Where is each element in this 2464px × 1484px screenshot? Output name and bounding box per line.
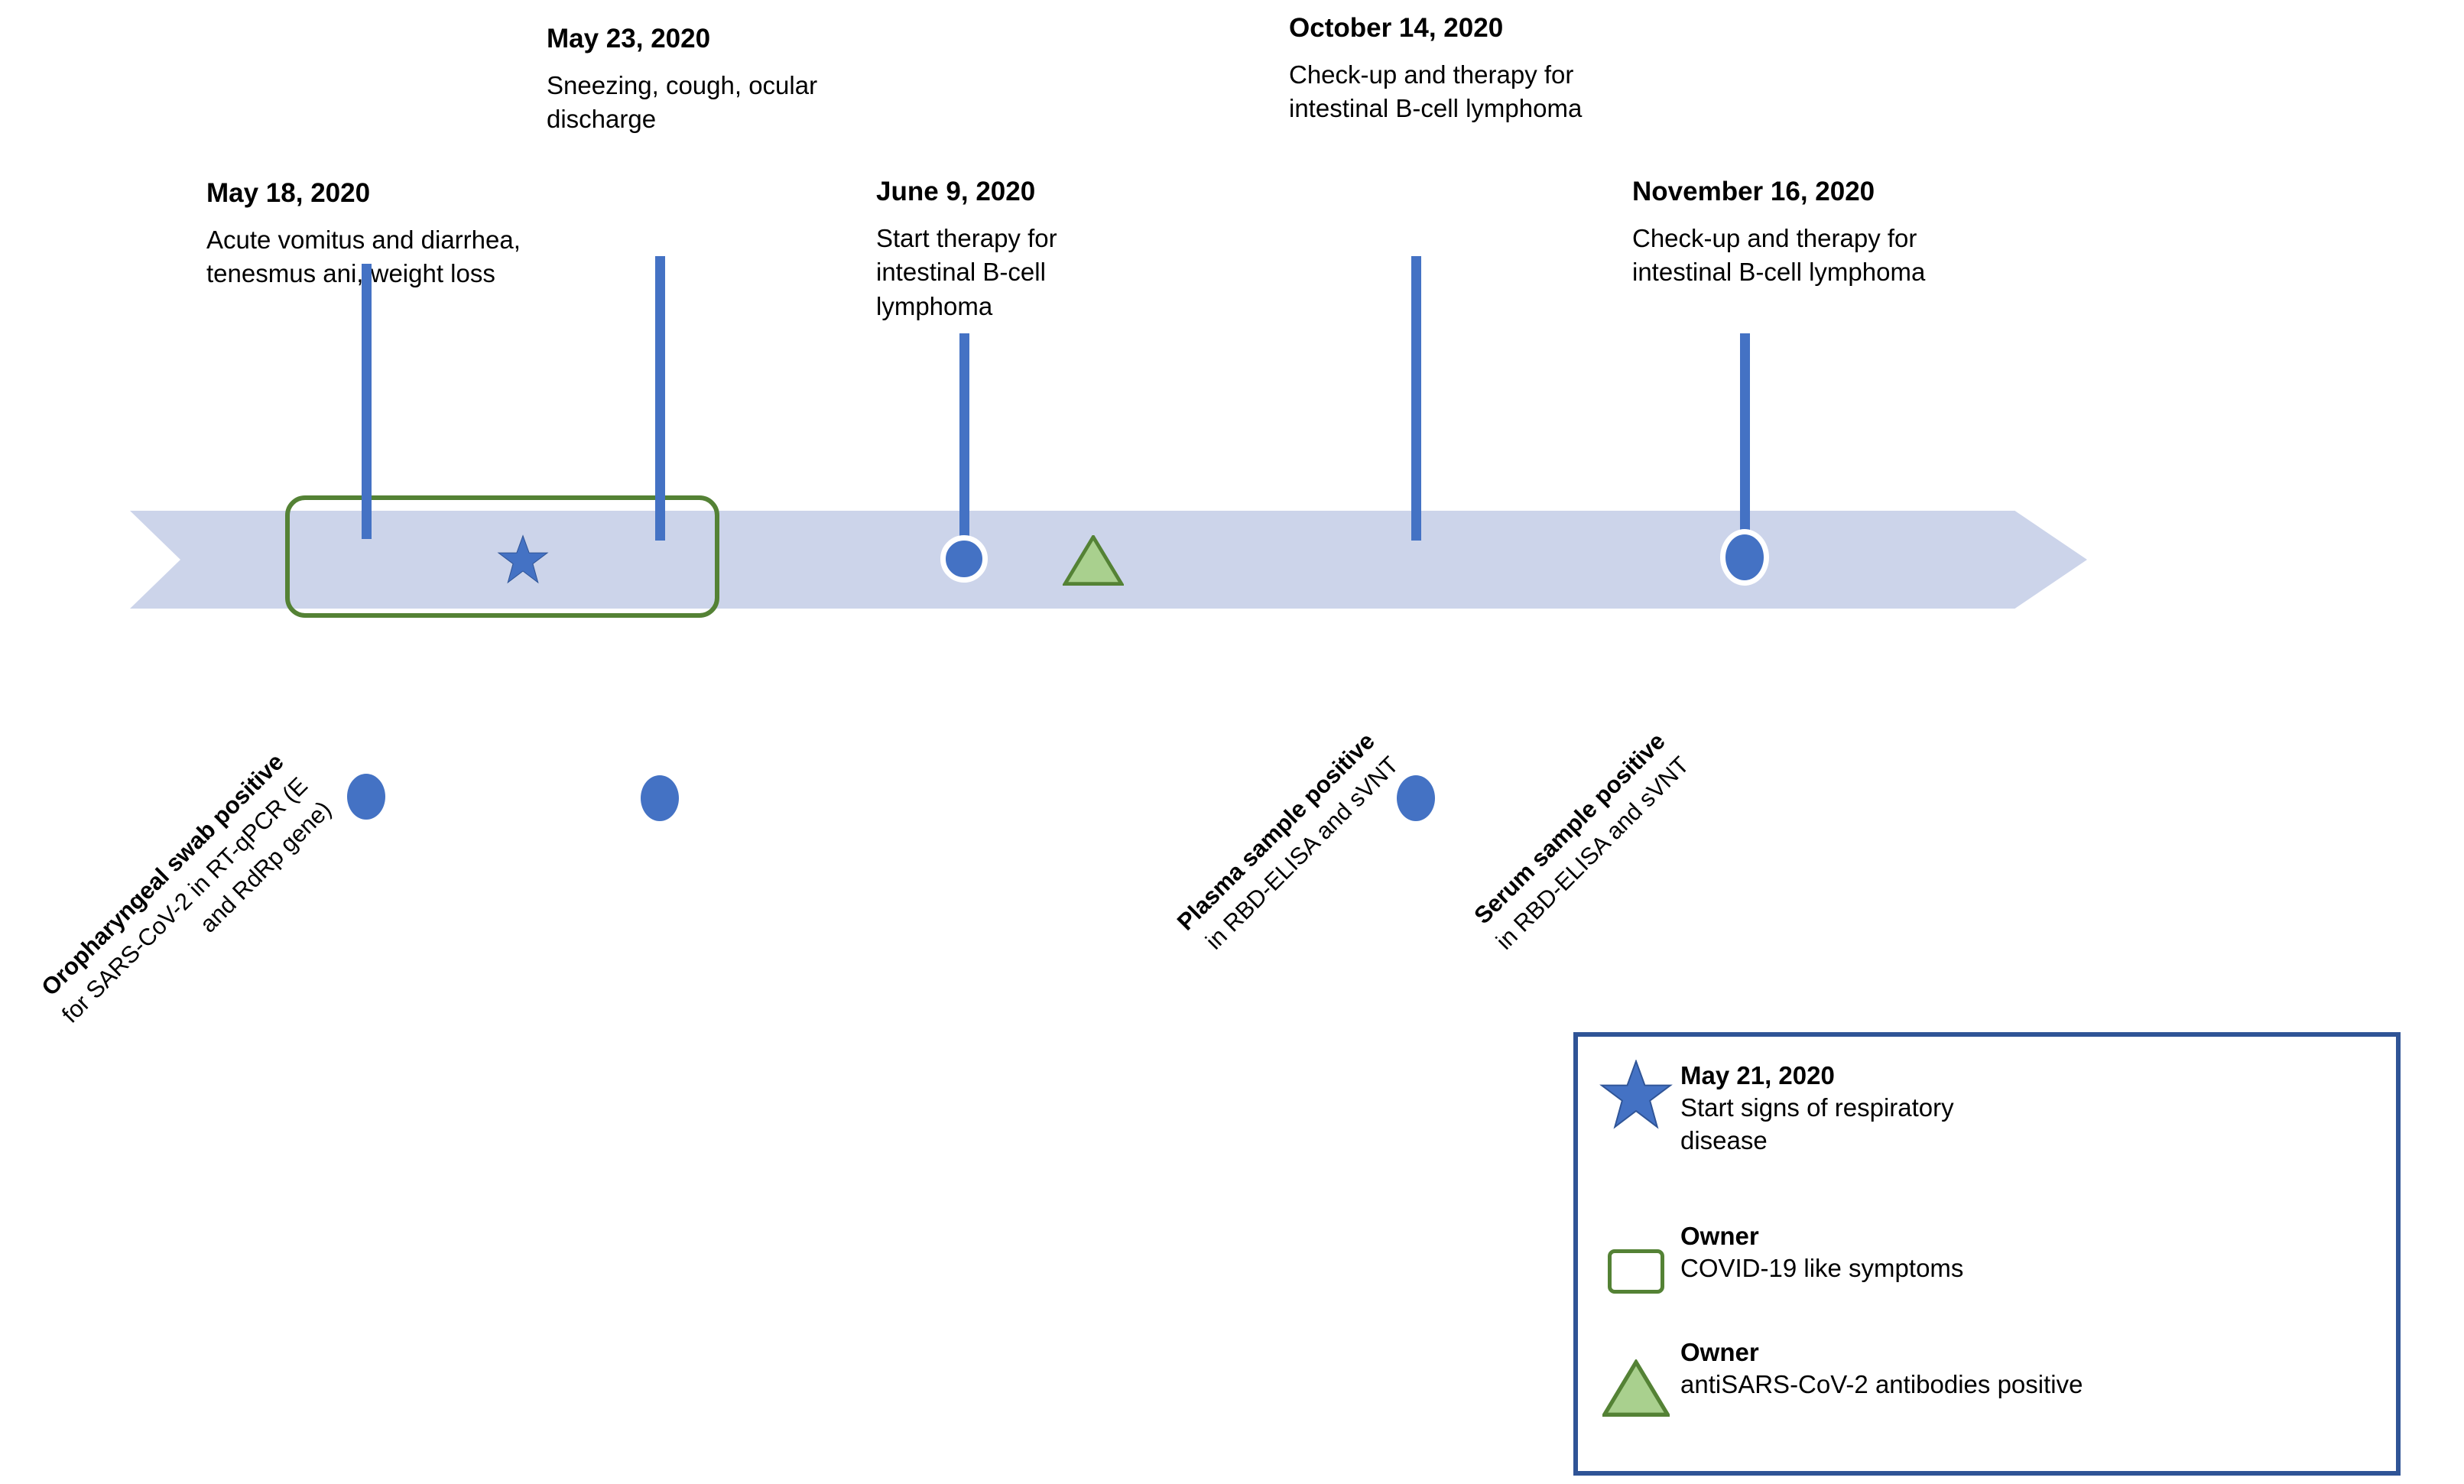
- callout-november-16: November 16, 2020 Check-up and therapy f…: [1632, 174, 2014, 290]
- event-dot[interactable]: [1391, 770, 1440, 826]
- legend-title: Owner: [1680, 1222, 1759, 1250]
- event-marker-november-16[interactable]: [1720, 333, 1769, 586]
- event-stem: [1411, 256, 1421, 541]
- green-triangle-icon: [1602, 1359, 1670, 1417]
- event-stem: [1739, 333, 1750, 534]
- callout-date: May 23, 2020: [547, 24, 711, 54]
- event-dot[interactable]: [342, 768, 391, 825]
- event-dot[interactable]: [635, 770, 684, 826]
- owner-symptom-bracket: [285, 495, 719, 618]
- event-marker-october-14[interactable]: [1391, 256, 1440, 826]
- star-icon: [497, 534, 549, 584]
- event-marker-june-9[interactable]: [940, 333, 988, 586]
- callout-may-23: May 23, 2020 Sneezing, cough, ocular dis…: [547, 21, 852, 137]
- legend-description: Start signs of respiratory disease: [1680, 1093, 1954, 1155]
- event-marker-may-23[interactable]: [635, 256, 684, 826]
- legend-box: May 21, 2020 Start signs of respiratory …: [1573, 1032, 2401, 1476]
- sample-label-plasma-sample: Plasma sample positive in RBD-ELISA and …: [1170, 726, 1407, 963]
- legend-title: Owner: [1680, 1338, 1759, 1366]
- sample-label-serum-sample: Serum sample positive in RBD-ELISA and s…: [1465, 726, 1696, 957]
- event-stem: [654, 256, 665, 541]
- callout-date: October 14, 2020: [1289, 13, 1504, 43]
- legend-text-block: Owner antiSARS-CoV-2 antibodies positive: [1677, 1336, 2083, 1401]
- callout-description: Check-up and therapy for intestinal B-ce…: [1289, 60, 1583, 123]
- callout-date: June 9, 2020: [876, 177, 1036, 206]
- callout-june-9: June 9, 2020 Start therapy for intestina…: [876, 174, 1151, 324]
- sample-label-bold: Serum sample positive: [1469, 727, 1670, 930]
- callout-date: May 18, 2020: [206, 178, 371, 208]
- legend-text-block: May 21, 2020 Start signs of respiratory …: [1677, 1060, 2001, 1158]
- sample-label-bold: Plasma sample positive: [1171, 727, 1380, 936]
- legend-description: COVID-19 like symptoms: [1680, 1254, 1964, 1283]
- sample-label-line2: in RBD-ELISA and sVNT: [1200, 751, 1404, 955]
- event-stem: [361, 264, 372, 539]
- legend-icon-slot: [1595, 1336, 1677, 1417]
- star-icon: [1599, 1060, 1673, 1129]
- callout-may-18: May 18, 2020 Acute vomitus and diarrhea,…: [206, 176, 535, 291]
- legend-title: May 21, 2020: [1680, 1061, 1835, 1089]
- callout-october-14: October 14, 2020 Check-up and therapy fo…: [1289, 11, 1648, 126]
- callout-description: Acute vomitus and diarrhea, tenesmus ani…: [206, 225, 521, 288]
- event-marker-may-18[interactable]: [342, 264, 391, 825]
- callout-description: Sneezing, cough, ocular discharge: [547, 70, 818, 134]
- callout-date: November 16, 2020: [1632, 177, 1875, 206]
- legend-item-owner-antibodies: Owner antiSARS-CoV-2 antibodies positive: [1595, 1336, 2375, 1417]
- event-stem: [959, 333, 969, 537]
- legend-item-owner-symptoms: Owner COVID-19 like symptoms: [1595, 1220, 2375, 1294]
- event-dot[interactable]: [1720, 529, 1769, 586]
- event-dot[interactable]: [940, 535, 988, 583]
- legend-text-block: Owner COVID-19 like symptoms: [1677, 1220, 1963, 1285]
- legend-icon-slot: [1595, 1060, 1677, 1130]
- sample-label-line2: for SARS-CoV-2 in RT-qPCR (E: [56, 771, 313, 1028]
- callout-description: Check-up and therapy for intestinal B-ce…: [1632, 223, 1926, 287]
- legend-description: antiSARS-CoV-2 antibodies positive: [1680, 1370, 2083, 1399]
- callout-description: Start therapy for intestinal B-cell lymp…: [876, 223, 1057, 321]
- sample-label-oropharyngeal-swab: Oropharyngeal swab positive for SARS-CoV…: [31, 746, 339, 1055]
- green-box-icon: [1608, 1249, 1664, 1294]
- legend-item-star: May 21, 2020 Start signs of respiratory …: [1595, 1060, 2375, 1158]
- green-triangle-icon: [1063, 535, 1124, 586]
- legend-icon-slot: [1595, 1220, 1677, 1294]
